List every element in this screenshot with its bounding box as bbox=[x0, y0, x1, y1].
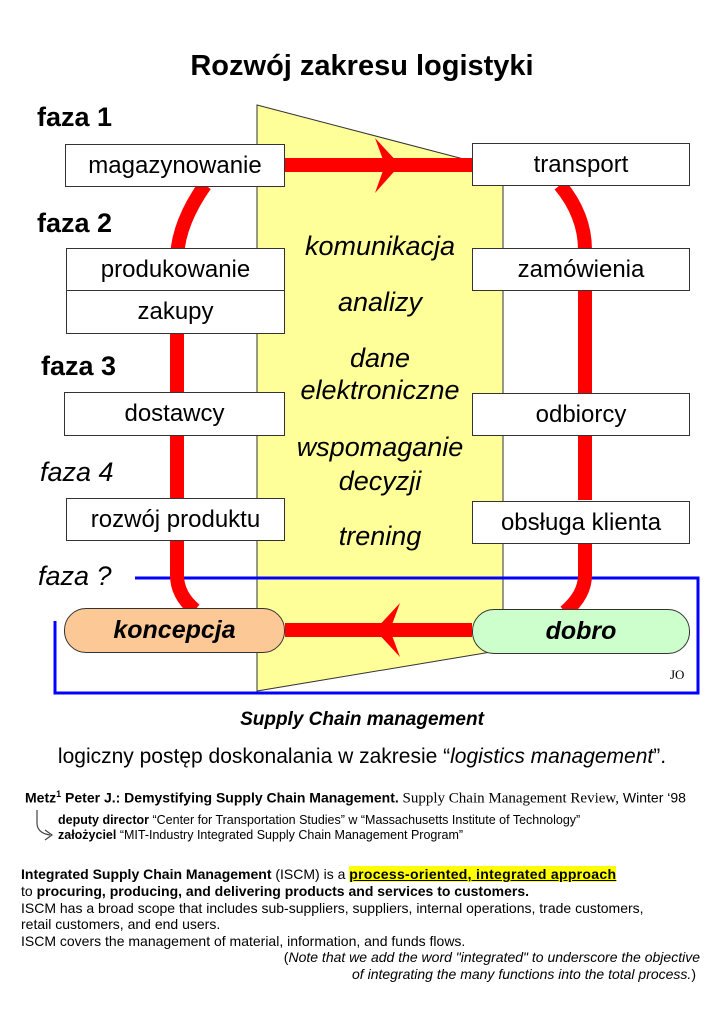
phase-3-label: faza 3 bbox=[41, 351, 117, 381]
term-analizy: analizy bbox=[337, 287, 423, 317]
box-transport: transport bbox=[472, 143, 690, 186]
iscm-line-1: Integrated Supply Chain Management (ISCM… bbox=[21, 866, 617, 882]
iscm-text-2: to bbox=[21, 883, 37, 899]
iscm-line-2: to procuring, producing, and delivering … bbox=[21, 883, 529, 899]
iscm-term: Integrated Supply Chain Management bbox=[21, 866, 272, 882]
box-magazynowanie: magazynowanie bbox=[65, 144, 285, 187]
phase-frame bbox=[53, 576, 700, 695]
subtitle: Supply Chain management bbox=[240, 709, 484, 730]
iscm-highlight: process-oriented, integrated approach bbox=[349, 866, 617, 882]
phase-4-label: faza 4 bbox=[40, 457, 114, 487]
iscm-note-1: (Note that we add the word "integrated" … bbox=[284, 949, 700, 965]
caption-italic: logistics management bbox=[450, 745, 654, 768]
role-2: założyciel “MIT-Industry Integrated Supp… bbox=[58, 828, 463, 842]
iscm-line-5: ISCM covers the management of material, … bbox=[21, 933, 466, 949]
box-koncepcja: koncepcja bbox=[64, 608, 285, 653]
caption: logiczny postęp doskonalania w zakresie … bbox=[0, 745, 724, 769]
term-elektroniczne: elektroniczne bbox=[300, 375, 460, 405]
iscm-line-4: retail customers, and end users. bbox=[21, 916, 221, 932]
role-1-title: deputy director bbox=[58, 813, 149, 827]
ref-journal: Supply Chain Management Review, bbox=[398, 790, 620, 807]
role-2-title: założyciel bbox=[58, 828, 117, 842]
ref-title: Peter J.: Demystifying Supply Chain Mana… bbox=[61, 789, 399, 806]
iscm-bold-2: procuring, producing, and delivering pro… bbox=[36, 883, 530, 899]
caption-post: ”. bbox=[653, 745, 667, 768]
role-1: deputy director “Center for Transportati… bbox=[58, 813, 580, 827]
note-line-2: of integrating the many functions into t… bbox=[352, 966, 692, 982]
page-title: Rozwój zakresu logistyki bbox=[190, 50, 534, 82]
box-zamowienia: zamówienia bbox=[472, 248, 690, 291]
iscm-text-1: (ISCM) is a bbox=[271, 866, 350, 882]
box-produkowanie: produkowanie bbox=[66, 248, 285, 291]
paren-close: ) bbox=[691, 966, 696, 982]
iscm-line-3: ISCM has a broad scope that includes sub… bbox=[21, 900, 644, 916]
box-obsluga-klienta: obsługa klienta bbox=[472, 501, 690, 544]
phase-unknown-label: faza ? bbox=[38, 561, 112, 591]
box-zakupy: zakupy bbox=[66, 290, 285, 334]
term-trening: trening bbox=[338, 521, 422, 551]
role-1-text: “Center for Transportation Studies” w “M… bbox=[149, 813, 581, 827]
term-komunikacja: komunikacja bbox=[304, 231, 456, 261]
reference: Metz1 Peter J.: Demystifying Supply Chai… bbox=[25, 789, 686, 808]
term-dane: dane bbox=[349, 343, 411, 373]
box-dobro: dobro bbox=[472, 609, 690, 654]
phase-1-label: faza 1 bbox=[37, 102, 113, 132]
note-line-1: Note that we add the word "integrated" t… bbox=[288, 949, 700, 965]
initials: JO bbox=[670, 667, 685, 682]
paren-open: ( bbox=[283, 949, 289, 965]
arrow-right-icon bbox=[375, 138, 400, 193]
ref-footnote: 1 bbox=[56, 789, 62, 799]
caption-pre: logiczny postęp doskonalania w zakresie … bbox=[57, 745, 451, 768]
ref-date: Winter ‘98 bbox=[619, 789, 686, 806]
role-2-text: “MIT-Industry Integrated Supply Chain Ma… bbox=[116, 828, 464, 842]
arrow-left-icon bbox=[375, 603, 400, 657]
term-decyzji: decyzji bbox=[338, 466, 422, 496]
iscm-note-2: of integrating the many functions into t… bbox=[352, 966, 696, 982]
box-odbiorcy: odbiorcy bbox=[472, 393, 690, 436]
box-rozwoj-produktu: rozwój produktu bbox=[66, 498, 285, 541]
term-wspomaganie: wspomaganie bbox=[296, 432, 464, 462]
box-dostawcy: dostawcy bbox=[64, 392, 285, 436]
phase-2-label: faza 2 bbox=[37, 208, 113, 238]
ref-author: Metz bbox=[25, 789, 57, 806]
